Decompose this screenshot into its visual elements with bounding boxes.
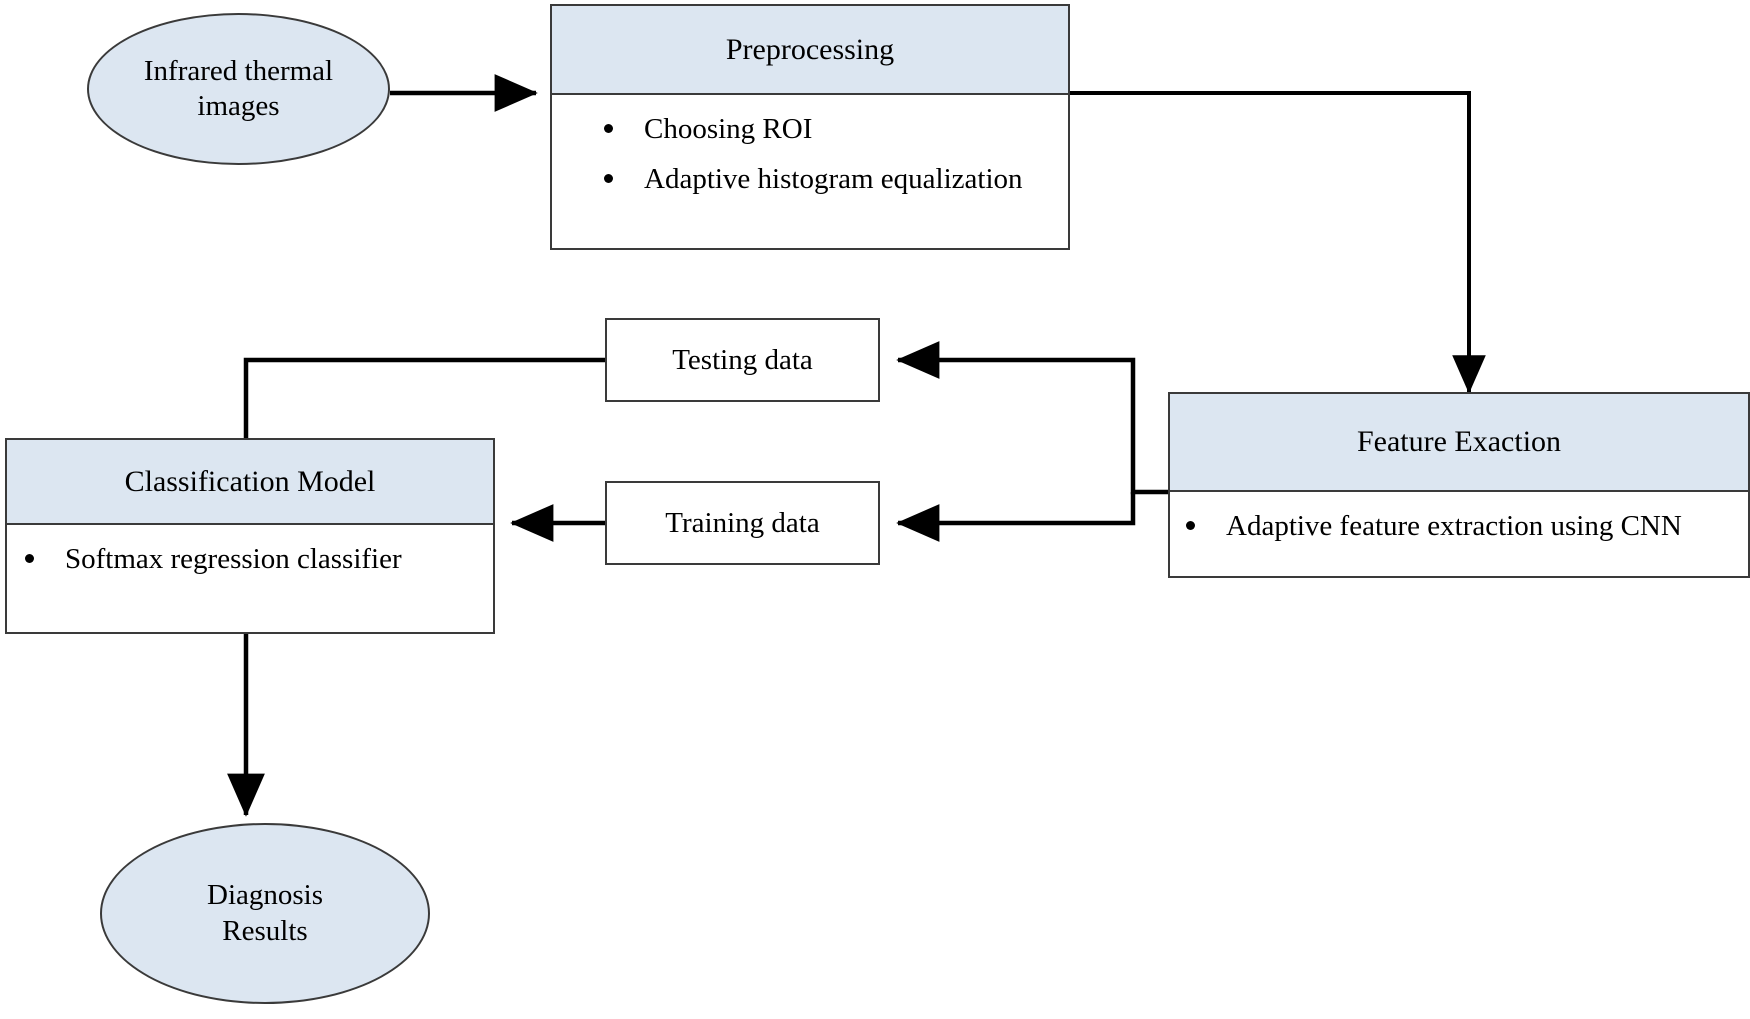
preprocessing-body: Choosing ROI Adaptive histogram equaliza…: [552, 95, 1068, 248]
preprocessing-header-label: Preprocessing: [725, 32, 895, 66]
preprocessing-bullet-0: Choosing ROI: [644, 113, 813, 145]
classification-model-header-label: Classification Model: [124, 464, 376, 498]
list-item: Adaptive histogram equalization: [604, 159, 1060, 199]
node-infrared-thermal-images[interactable]: Infrared thermal images: [87, 13, 390, 165]
bullet-dot-icon: [604, 174, 613, 184]
diagnosis-results-label: Diagnosis Results: [207, 878, 323, 949]
feature-exaction-body: Adaptive feature extraction using CNN: [1170, 492, 1748, 576]
classification-model-body: Softmax regression classifier: [7, 525, 493, 632]
infrared-thermal-images-line1: Infrared thermal: [143, 54, 334, 87]
bullet-dot-icon: [1186, 521, 1195, 531]
feature-exaction-bullet-list: Adaptive feature extraction using CNN: [1170, 506, 1748, 546]
classification-model-bullet-0: Softmax regression classifier: [65, 543, 402, 575]
bullet-dot-icon: [25, 554, 34, 564]
edge-feature-exaction-to-training-data: [896, 492, 1136, 542]
edge-preprocessing-to-feature-exaction: [1070, 91, 1486, 394]
feature-exaction-header: Feature Exaction: [1170, 394, 1748, 492]
node-testing-data[interactable]: Testing data: [605, 318, 880, 402]
training-data-label: Training data: [665, 506, 820, 539]
node-classification-model[interactable]: Classification Model Softmax regression …: [5, 438, 495, 634]
node-feature-exaction[interactable]: Feature Exaction Adaptive feature extrac…: [1168, 392, 1750, 578]
list-item: Softmax regression classifier: [25, 539, 485, 579]
preprocessing-bullet-1: Adaptive histogram equalization: [644, 163, 1023, 196]
classification-model-bullet-list: Softmax regression classifier: [7, 539, 493, 579]
testing-data-label: Testing data: [672, 343, 813, 376]
list-item: Choosing ROI: [604, 109, 1060, 149]
diagnosis-results-line1: Diagnosis: [207, 879, 323, 912]
node-diagnosis-results[interactable]: Diagnosis Results: [100, 823, 430, 1004]
node-preprocessing[interactable]: Preprocessing Choosing ROI Adaptive hist…: [550, 4, 1070, 250]
feature-exaction-bullet-0: Adaptive feature extraction using CNN: [1226, 510, 1682, 542]
diagnosis-results-line2: Results: [222, 914, 308, 947]
edge-feature-exaction-to-testing-data: [896, 341, 1168, 495]
node-training-data[interactable]: Training data: [605, 481, 880, 565]
feature-exaction-header-label: Feature Exaction: [1356, 425, 1562, 458]
classification-model-header: Classification Model: [7, 440, 493, 525]
bullet-dot-icon: [604, 124, 613, 134]
preprocessing-bullet-list: Choosing ROI Adaptive histogram equaliza…: [552, 109, 1068, 199]
infrared-thermal-images-label: Infrared thermal images: [144, 54, 333, 125]
list-item: Adaptive feature extraction using CNN: [1186, 506, 1734, 546]
infrared-thermal-images-line2: images: [197, 90, 280, 122]
preprocessing-header: Preprocessing: [552, 6, 1068, 95]
